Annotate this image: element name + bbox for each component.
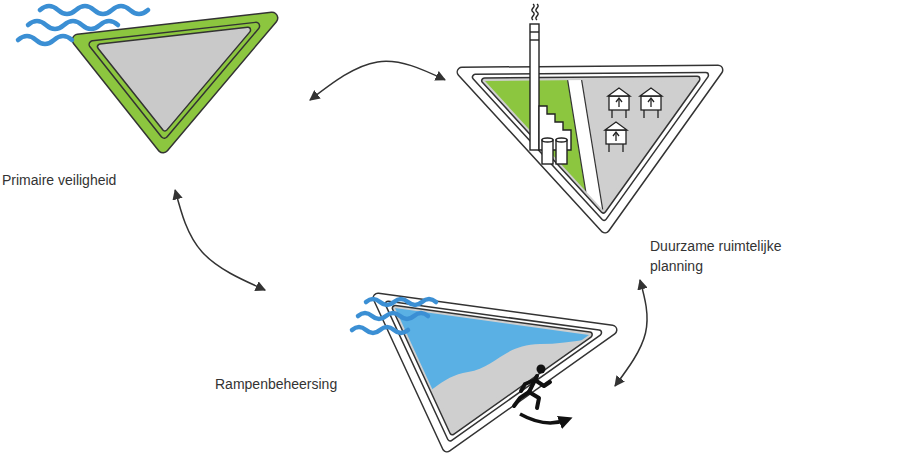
house-roof bbox=[605, 122, 627, 130]
escape-arrow bbox=[520, 414, 566, 423]
triangle-band bbox=[378, 298, 612, 447]
triangle-border bbox=[388, 304, 599, 438]
chimney-ring bbox=[530, 39, 539, 40]
double-arrow bbox=[175, 190, 265, 290]
house-on-stilts bbox=[605, 122, 627, 152]
factory-symbol bbox=[530, 4, 571, 164]
smoke bbox=[536, 4, 538, 20]
triangle-border bbox=[395, 308, 589, 432]
up-arrow-head bbox=[613, 132, 619, 136]
person-arm bbox=[535, 380, 550, 386]
person-leg bbox=[514, 392, 529, 406]
road-edge bbox=[566, 70, 592, 230]
triangle-band bbox=[475, 75, 705, 217]
wave-line bbox=[28, 21, 118, 29]
triangle-border bbox=[93, 26, 256, 134]
stilt bbox=[643, 110, 644, 118]
triangle-border bbox=[462, 70, 718, 228]
triangle-band bbox=[462, 70, 718, 228]
house-wall bbox=[606, 130, 626, 144]
wave-line bbox=[352, 327, 408, 333]
storage-tank-top bbox=[556, 138, 567, 142]
chimney-ring bbox=[530, 31, 539, 32]
triangle-border bbox=[378, 298, 612, 447]
house-roof bbox=[608, 88, 630, 96]
stilt bbox=[625, 110, 626, 118]
person-head bbox=[537, 365, 546, 374]
wave-line bbox=[366, 299, 436, 305]
triangle-border bbox=[100, 30, 248, 128]
house-on-stilts bbox=[608, 88, 630, 118]
road-strip bbox=[566, 70, 606, 230]
triangle-node: Primaire veiligheid bbox=[0, 10, 310, 190]
storage-tank bbox=[556, 140, 567, 164]
triangle-border bbox=[78, 18, 272, 147]
running-person bbox=[514, 365, 550, 409]
house-roof bbox=[640, 88, 662, 96]
person-leg bbox=[529, 392, 539, 408]
factory-building bbox=[539, 106, 571, 150]
triangle-band bbox=[78, 18, 272, 147]
double-arrow bbox=[615, 280, 647, 386]
triangle-border bbox=[485, 79, 697, 210]
triangle-band bbox=[388, 304, 599, 438]
node-label: Primaire veiligheid bbox=[2, 170, 202, 190]
triangle-node: Rampenbeheersing bbox=[210, 290, 615, 450]
green-zone bbox=[470, 70, 592, 230]
stilt bbox=[622, 144, 623, 152]
person-arm bbox=[521, 380, 535, 391]
flood-area bbox=[370, 290, 630, 405]
houses bbox=[605, 88, 662, 152]
triangle-outline bbox=[210, 290, 615, 450]
land-use bbox=[470, 70, 606, 230]
double-arrow bbox=[310, 61, 445, 100]
triangle-border bbox=[475, 75, 705, 217]
up-arrow bbox=[615, 133, 616, 141]
wave-line bbox=[358, 313, 428, 319]
triangle-band bbox=[93, 26, 256, 134]
node-label: Duurzame ruimtelijke planning bbox=[650, 236, 810, 276]
node-label: Rampenbeheersing bbox=[215, 374, 365, 394]
chimney bbox=[530, 24, 539, 150]
road-edge bbox=[580, 70, 606, 230]
flood-water bbox=[370, 290, 630, 405]
house-wall bbox=[641, 96, 661, 110]
triangle-band bbox=[395, 308, 589, 432]
triangle-node: Duurzame ruimtelijke planning bbox=[445, 60, 815, 280]
up-arrow-head bbox=[616, 98, 622, 102]
up-arrow bbox=[618, 99, 619, 107]
smoke bbox=[532, 4, 534, 20]
house-on-stilts bbox=[640, 88, 662, 118]
person-body bbox=[529, 376, 537, 392]
sea-waves bbox=[18, 6, 148, 44]
up-arrow-head bbox=[648, 98, 654, 102]
up-arrow bbox=[650, 99, 651, 107]
storage-tank-top bbox=[542, 138, 553, 142]
stilt bbox=[657, 110, 658, 118]
stilt bbox=[608, 144, 609, 152]
triangle-band bbox=[485, 79, 697, 210]
wave-line bbox=[18, 36, 72, 44]
sea-waves bbox=[352, 299, 436, 333]
wave-line bbox=[40, 6, 148, 14]
stilt bbox=[611, 110, 612, 118]
storage-tank bbox=[542, 140, 553, 164]
house-wall bbox=[609, 96, 629, 110]
triangle-band bbox=[100, 30, 248, 128]
triangle-outline bbox=[0, 10, 310, 190]
